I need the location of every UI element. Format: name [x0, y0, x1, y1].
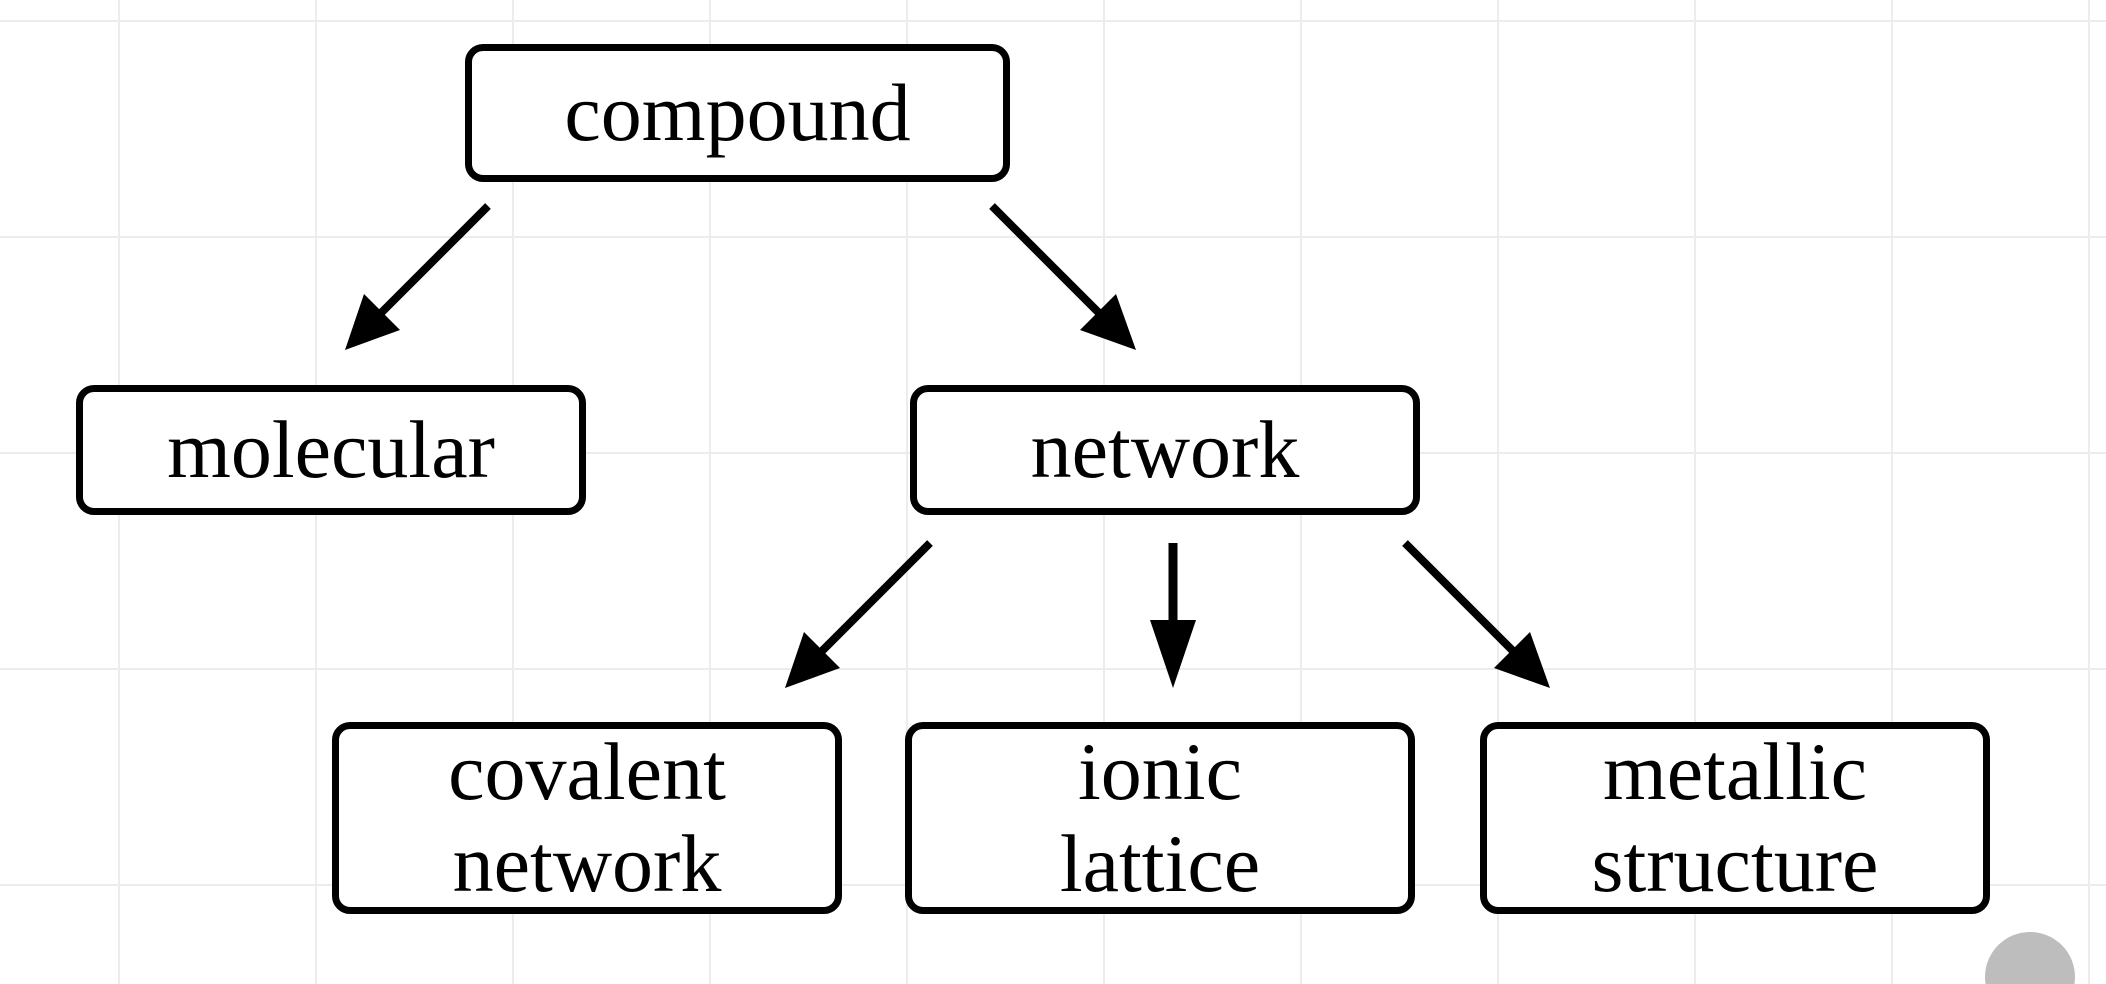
edge-network-metallic — [1402, 540, 1550, 688]
node-molecular-label: molecular — [167, 404, 495, 495]
node-metallic-structure: metallic structure — [1480, 722, 1990, 914]
node-compound: compound — [465, 44, 1010, 182]
edge-network-ionic — [1150, 543, 1196, 688]
node-covalent-network: covalent network — [332, 722, 842, 914]
cursor-indicator-icon — [1985, 932, 2075, 984]
node-network-label: network — [1030, 404, 1300, 495]
node-molecular: molecular — [76, 385, 586, 515]
node-metallic-line-2: structure — [1591, 818, 1879, 909]
node-ionic-lattice: ionic lattice — [905, 722, 1415, 914]
edge-compound-network — [989, 203, 1136, 350]
node-compound-label: compound — [564, 67, 911, 158]
node-covalent-line-2: network — [452, 818, 722, 909]
node-network: network — [910, 385, 1420, 515]
node-ionic-line-2: lattice — [1059, 818, 1261, 909]
node-ionic-line-1: ionic — [1078, 726, 1242, 817]
edge-compound-molecular — [345, 203, 491, 350]
edge-network-covalent — [785, 540, 933, 688]
node-metallic-line-1: metallic — [1602, 726, 1868, 817]
node-covalent-line-1: covalent — [448, 726, 726, 817]
